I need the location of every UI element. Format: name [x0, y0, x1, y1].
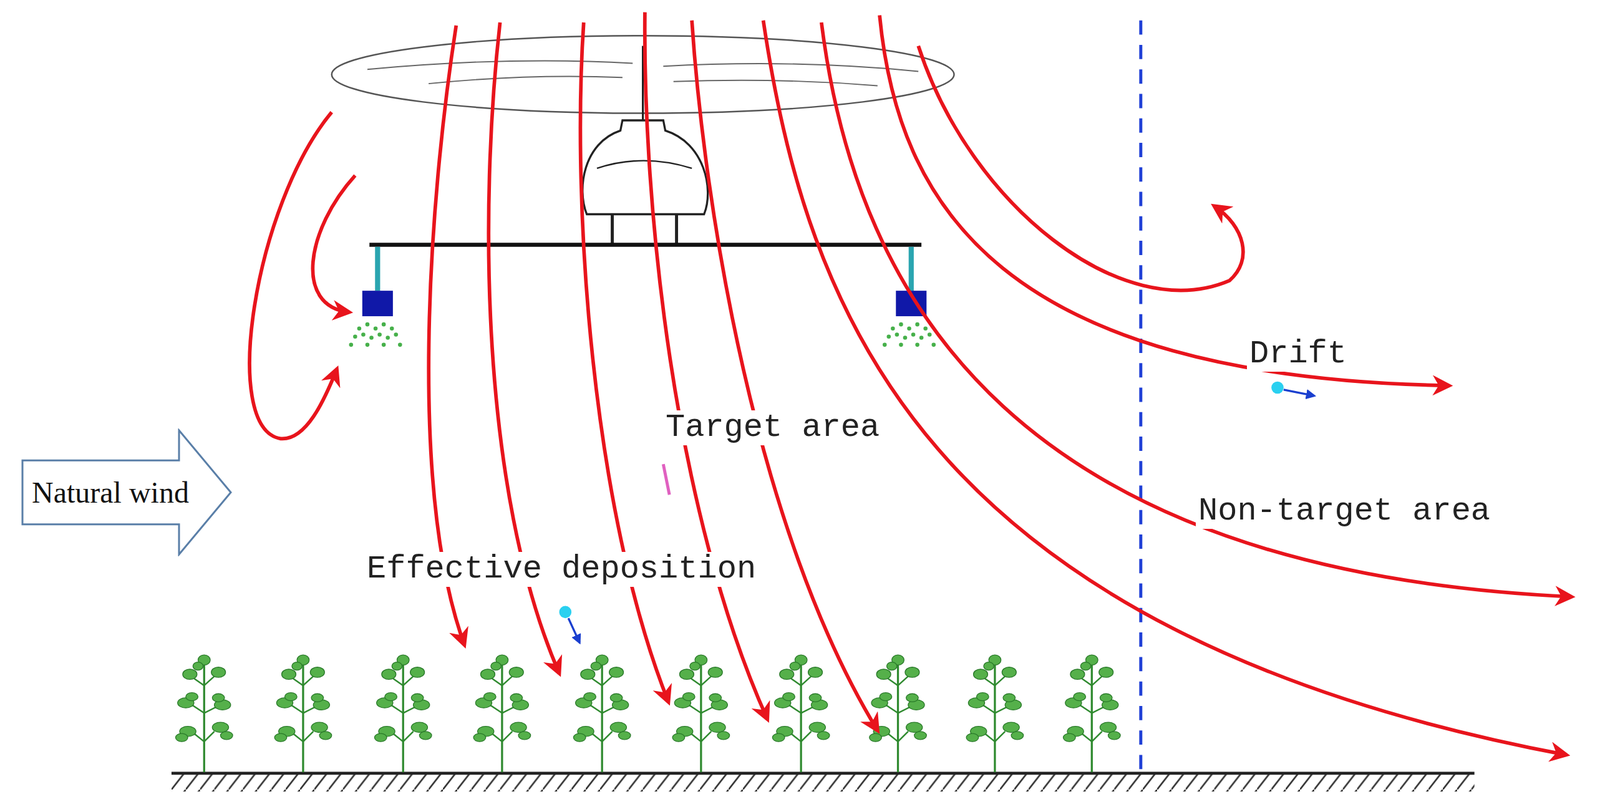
area-label: Non-target area [1195, 494, 1493, 529]
area-label: Effective deposition [364, 552, 759, 587]
block-arrow-outline [22, 430, 231, 555]
wind-arrow: Natural wind [20, 428, 233, 557]
area-label: Drift [1246, 336, 1350, 372]
area-label: Target area [663, 410, 883, 446]
node-text: Natural wind [31, 477, 190, 508]
